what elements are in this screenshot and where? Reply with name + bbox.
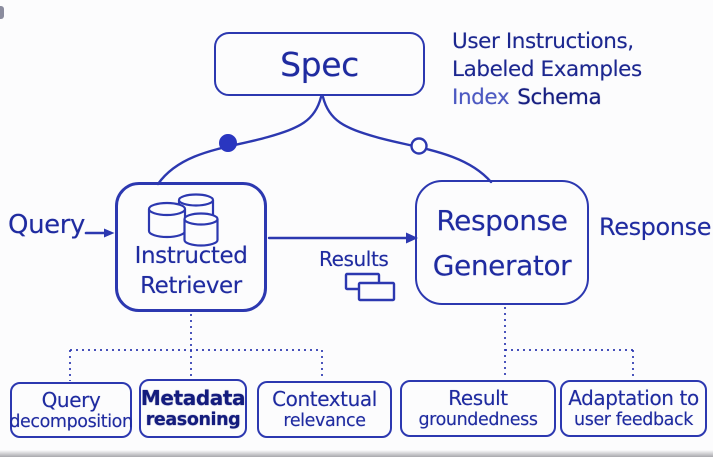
capability-label: Adaptation to [568,386,699,410]
capability-label: Query [41,387,101,412]
retriever-label-line-2: Retriever [140,273,242,299]
dotted-connector-left [69,314,323,381]
filled-node-icon [219,134,237,152]
capability-label: Result [448,386,508,410]
response-generator-node: Response Generator [415,180,589,305]
capability-label: Metadata [140,386,246,410]
capability-box-query-decomposition: Query decomposition [9,382,133,438]
capability-label: Contextual [272,387,377,411]
spec-label: Spec [280,44,359,84]
capability-label: user feedback [574,410,693,430]
annotation-line-3: Index Schema [452,84,642,112]
retriever-label-line-1: Instructed [134,243,248,269]
capability-box-metadata-reasoning: Metadata reasoning [139,379,247,438]
annotation-index: Index [452,85,510,110]
capability-box-result-groundedness: Result groundedness [400,380,556,437]
results-label: Results [319,247,389,271]
response-output-label: Response [599,213,712,241]
open-node-icon [410,137,428,155]
arrowhead-query [104,228,115,238]
dotted-connector-right [504,307,634,378]
capability-label: groundedness [418,410,538,430]
capability-label: reasoning [145,410,241,430]
annotation-line-1: User Instructions, [452,29,634,54]
annotation-schema: Schema [517,85,602,110]
query-input-label: Query [8,210,86,240]
capability-label: relevance [283,411,366,431]
results-stack-icon [344,272,396,302]
capability-box-adaptation-user-feedback: Adaptation to user feedback [560,380,707,437]
instructed-retriever-node: Instructed Retriever [115,182,267,312]
annotation-line-2: Labeled Examples [452,57,642,82]
connector-spec-retriever [156,95,323,186]
spec-node: Spec [214,32,425,96]
generator-label-line-1: Response [436,203,568,237]
generator-label-line-2: Generator [432,248,572,282]
scan-artifact-speck [0,6,4,19]
capability-label: decomposition [9,411,133,432]
scan-artifact-bottom-shadow [0,450,713,457]
spec-annotation: User Instructions, Labeled Examples Inde… [452,28,642,112]
capability-box-contextual-relevance: Contextual relevance [257,381,392,438]
